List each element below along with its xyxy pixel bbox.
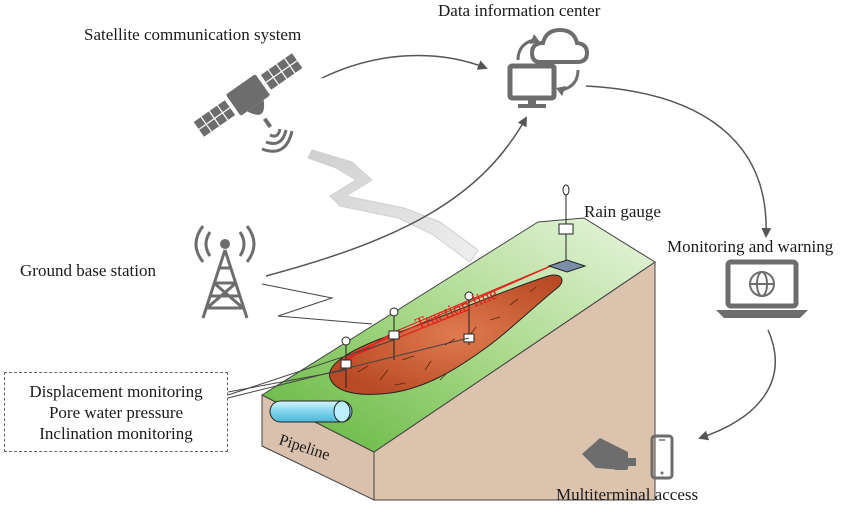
rain-gauge-icon xyxy=(547,184,587,273)
arrow-satellite-to-center xyxy=(321,54,488,79)
pipeline-shape xyxy=(269,400,353,423)
sensor-type-pore-pressure: Pore water pressure xyxy=(48,403,184,422)
arrow-center-to-monitoring xyxy=(585,85,772,238)
satellite-icon xyxy=(193,53,303,137)
sensor-type-inclination: Inclination monitoring xyxy=(39,424,193,443)
monitor-icon xyxy=(507,63,557,108)
cloud-sync-icon xyxy=(516,27,590,96)
slide-cracks xyxy=(357,286,537,386)
satellite-label: Satellite communication system xyxy=(84,25,302,44)
base-station-zigzag xyxy=(261,283,373,325)
sensor-type-displacement: Displacement monitoring xyxy=(29,382,203,401)
projector-icon xyxy=(582,438,636,470)
data-center-label: Data information center xyxy=(438,1,601,20)
monitoring-label: Monitoring and warning xyxy=(667,237,834,256)
sensor-1 xyxy=(340,336,352,388)
sensor-2 xyxy=(388,307,400,360)
traction-lines xyxy=(346,261,561,361)
arrow-monitoring-to-multiterminal xyxy=(698,329,776,441)
flow-arrows xyxy=(265,54,776,441)
slope-block xyxy=(260,217,656,501)
rain-gauge-label: Rain gauge xyxy=(584,202,661,221)
laptop-globe-icon xyxy=(716,259,808,318)
sensor-types-box: Displacement monitoring Pore water press… xyxy=(4,372,228,452)
sensor-leader-lines xyxy=(227,337,470,399)
satellite-signal-bolt xyxy=(307,149,479,263)
base-station-label: Ground base station xyxy=(20,261,156,280)
tower-icon xyxy=(194,225,256,319)
arrow-base-to-center xyxy=(265,116,527,277)
phone-icon xyxy=(650,434,674,480)
satellite-signal-waves-icon xyxy=(261,128,294,153)
multiterminal-label: Multiterminal access xyxy=(556,485,699,504)
